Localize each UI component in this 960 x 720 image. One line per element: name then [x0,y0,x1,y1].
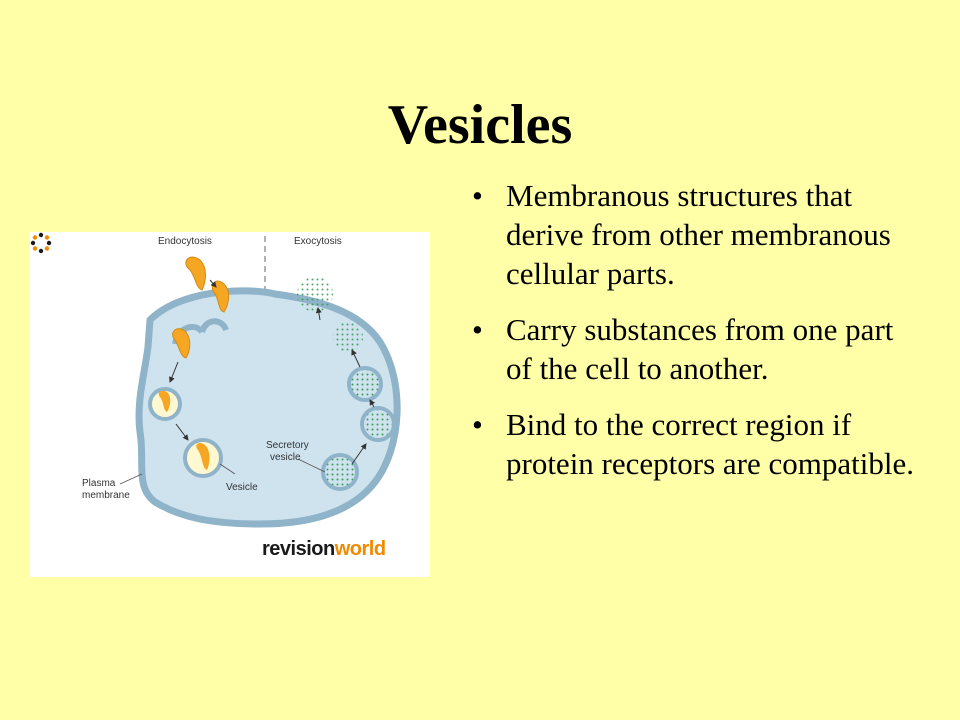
arrow [351,443,367,465]
bullet-dot: • [472,312,483,347]
leader-line [119,473,143,485]
bullet-text: Carry substances from one part of the ce… [506,312,894,386]
slide-title: Vesicles [387,94,573,156]
cell-illustration [119,236,401,528]
bullet-list: • Membranous structures that derive from … [462,176,922,500]
bullet-item: • Bind to the correct region if protein r… [462,405,922,483]
bullet-dot: • [472,178,483,213]
secretory-vesicle [321,453,359,491]
secreted-particles [297,276,333,312]
arrow [351,349,361,368]
bullet-text: Membranous structures that derive from o… [506,178,891,291]
bullet-item: • Carry substances from one part of the c… [462,310,922,388]
bullet-item: • Membranous structures that derive from … [462,176,922,293]
exocytosis-label: Exocytosis [294,236,342,247]
plasma-membrane-label-line2: membrane [82,490,130,501]
arrow [169,361,179,383]
secretory-vesicle [360,406,396,442]
particle-orange [185,256,206,291]
arrow [209,279,217,288]
membrane-pit [199,318,229,334]
leader-line [297,458,326,473]
revisionworld-logo: revisionworld [262,538,386,560]
particle-orange [172,328,191,359]
arrow [369,399,376,408]
secreted-particles [333,322,363,352]
bullet-dot: • [472,407,483,442]
particle-orange [196,443,210,470]
spinner-icon [30,232,52,254]
plasma-membrane-label: Plasma [82,478,116,489]
vesicle-label: Vesicle [226,482,258,493]
vesicle-diagram: Endocytosis Exocytosis Secretory vesicle… [30,232,430,577]
particle-orange [158,390,171,412]
secretory-label: Secretory [266,440,309,451]
secretory-vesicle [347,366,383,402]
arrow [315,307,322,321]
leader-line [219,463,236,475]
arrow [175,423,189,441]
endocytosis-label: Endocytosis [158,236,212,247]
bullet-text: Bind to the correct region if protein re… [506,407,914,481]
secretory-label-line2: vesicle [270,452,301,463]
